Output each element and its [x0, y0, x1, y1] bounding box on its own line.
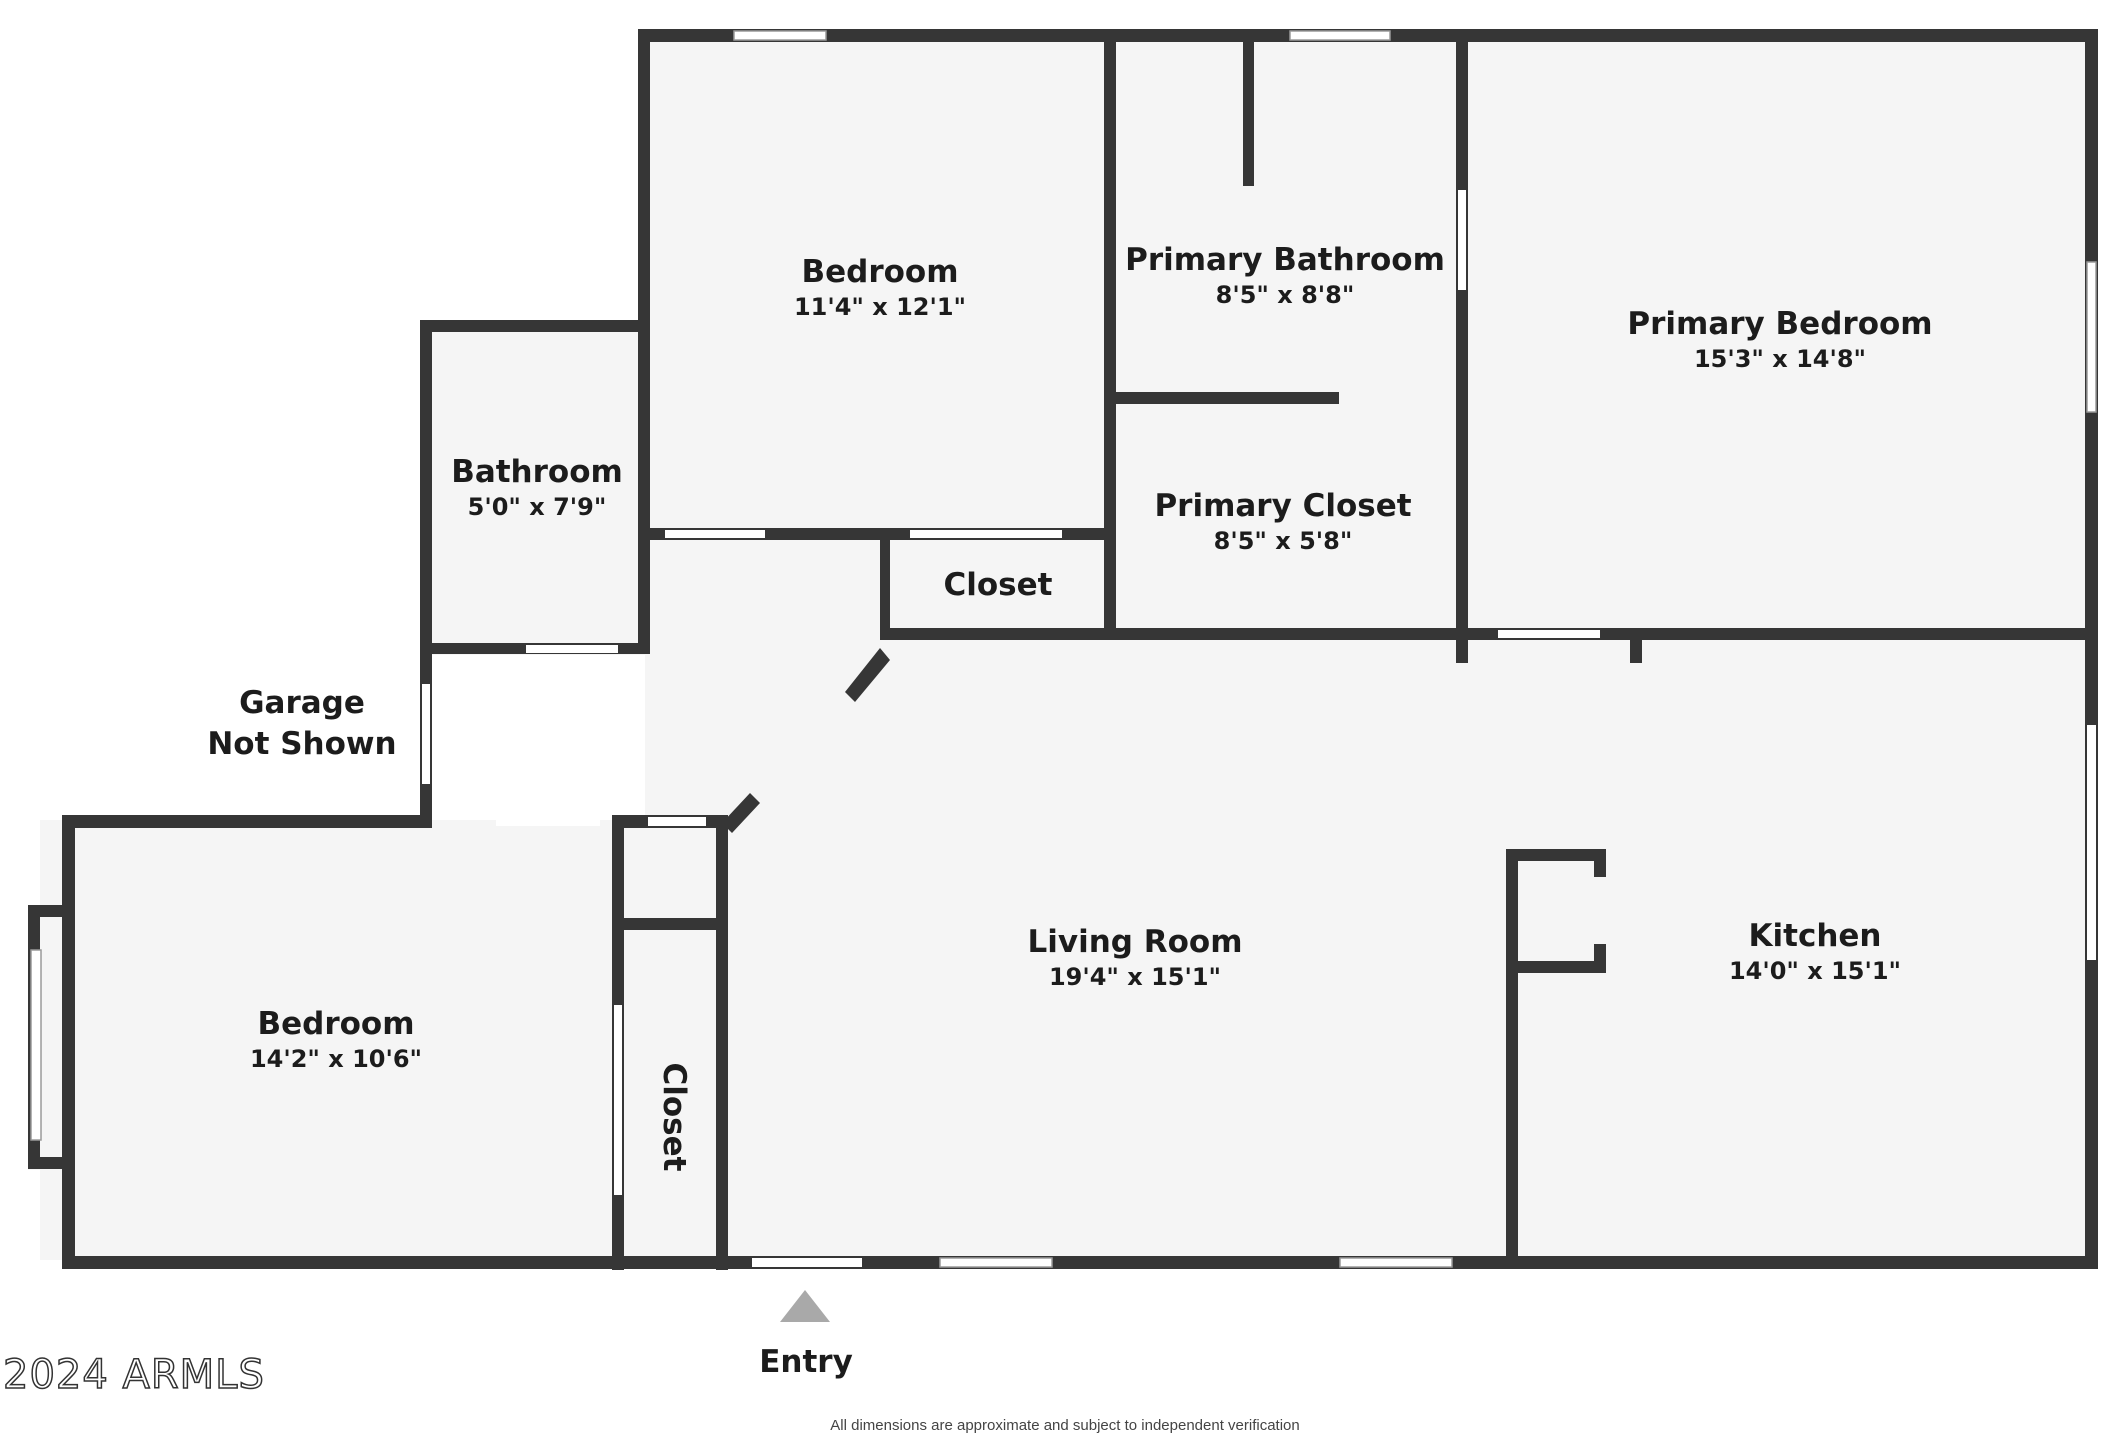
room-name: Bedroom [801, 254, 959, 290]
floor-areas [28, 34, 2090, 1264]
garage-label: Garage [239, 685, 365, 721]
watermark: 2024 ARMLS [2, 1351, 265, 1399]
windows [30, 30, 2097, 1268]
room-dimensions: 14'2" x 10'6" [249, 1045, 423, 1073]
room-dimensions: 11'4" x 12'1" [793, 293, 967, 321]
room-name: Closet [656, 1062, 692, 1172]
room-label-bathroom: Bathroom 5'0" x 7'9" [451, 453, 623, 523]
garage-note: Not Shown [207, 726, 397, 762]
room-name: Primary Closet [1154, 488, 1412, 524]
room-dimensions: 19'4" x 15'1" [1048, 963, 1222, 991]
room-name: Primary Bedroom [1627, 306, 1933, 342]
room-label-kitchen: Kitchen 14'0" x 15'1" [1729, 917, 1901, 987]
room-label-closet-hall: Closet [944, 566, 1053, 604]
entry-arrow-icon [780, 1290, 830, 1322]
room-dimensions: 5'0" x 7'9" [467, 493, 607, 521]
room-name: Kitchen [1748, 918, 1882, 954]
room-label-bedroom-top: Bedroom 11'4" x 12'1" [794, 253, 966, 323]
room-name: Bedroom [257, 1006, 415, 1042]
room-name: Closet [943, 567, 1053, 603]
room-name: Living Room [1027, 924, 1243, 960]
room-label-primary-bedroom: Primary Bedroom 15'3" x 14'8" [1627, 305, 1932, 375]
room-dimensions: 14'0" x 15'1" [1728, 957, 1902, 985]
room-dimensions: 8'5" x 5'8" [1213, 527, 1353, 555]
room-label-living-room: Living Room 19'4" x 15'1" [1027, 923, 1242, 993]
disclaimer: All dimensions are approximate and subje… [830, 1417, 1300, 1434]
room-label-primary-closet: Primary Closet 8'5" x 5'8" [1154, 487, 1411, 557]
room-name: Bathroom [451, 454, 623, 490]
entry-label: Entry [759, 1344, 853, 1380]
room-label-bedroom-left: Bedroom 14'2" x 10'6" [250, 1005, 422, 1075]
room-dimensions: 15'3" x 14'8" [1693, 345, 1867, 373]
room-name: Primary Bathroom [1125, 242, 1445, 278]
room-label-primary-bathroom: Primary Bathroom 8'5" x 8'8" [1125, 241, 1445, 311]
room-dimensions: 8'5" x 8'8" [1215, 281, 1355, 309]
room-label-closet-bedroom: Closet [655, 1063, 693, 1172]
